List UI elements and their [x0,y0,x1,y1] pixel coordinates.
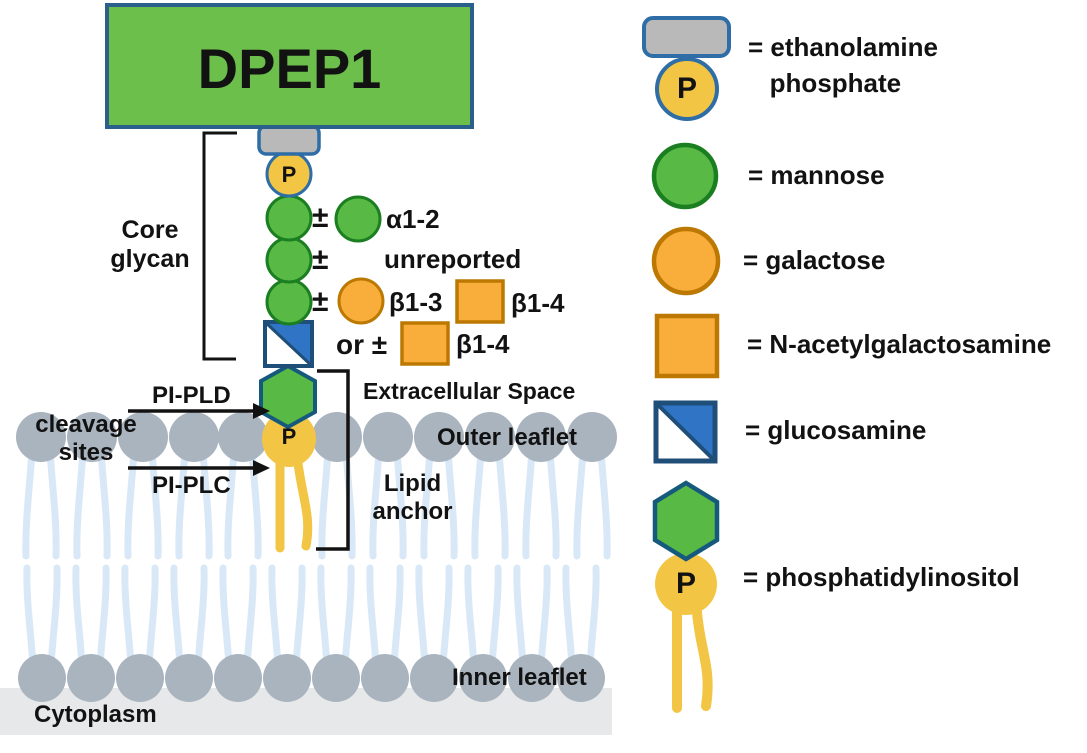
core-glycan-bracket [202,131,237,361]
pi-pld-label: PI-PLD [152,382,231,409]
or-beta14-label: β1-4 [456,329,510,359]
mannose-chain [265,194,313,326]
legend-label-ethanolamine-phosphate: = ethanolamine phosphate [748,32,938,98]
glucosamine-icon [263,320,314,368]
beta13-label: β1-3 [389,287,443,317]
plus-minus-sign: ± [312,243,329,276]
beta13-galactose-icon [337,277,385,325]
phosphate-letter: P [675,567,696,600]
legend-galnac-icon [654,313,720,379]
pi-plc-arrow [128,460,270,476]
alpha12-label: α1-2 [386,204,440,234]
extracellular-space-label: Extracellular Space [363,378,576,404]
inner-leaflet-heads [18,654,605,702]
core-glycan-label: Core glycan [110,216,190,273]
pi-plc-label: PI-PLC [152,472,231,499]
legend-label-phosphatidylinositol: = phosphatidylinositol [743,562,1020,592]
plus-minus-sign: ± [312,285,329,318]
legend-label-mannose: = mannose [748,160,885,190]
ethanolamine-phosphate-unit [257,124,321,198]
pi-pld-arrow [128,403,270,419]
outer-leaflet-heads [16,412,617,462]
mannose-icon [265,278,313,326]
pi-anchor-phosphate-head [262,411,316,467]
phosphate-letter: P [281,162,297,187]
legend-label-galactose: = galactose [743,245,886,275]
lipid-anchor-bracket [316,369,350,551]
mannose-icon [265,194,313,242]
unreported-label: unreported [384,244,522,274]
legend-glucosamine-icon [653,400,718,464]
protein-label: DPEP1 [197,37,382,100]
legend-ethanolamine-phosphate-icon [642,16,731,121]
inner-leaflet-label: Inner leaflet [452,664,587,691]
legend-label-galnac: = N-acetylgalactosamine [747,329,1052,359]
beta14-label: β1-4 [511,288,565,318]
inositol-hexagon-icon [259,363,317,430]
ethanolamine-icon [257,124,321,156]
legend-phosphatidylinositol-icon [652,480,720,713]
legend-label-glucosamine: = glucosamine [745,415,927,445]
mannose-icon [265,236,313,284]
legend-mannose-icon [651,142,719,210]
cleavage-sites-label: cleavage sites [35,411,137,466]
or-plus-minus-sign: or ± [336,329,388,360]
legend-galactose-icon [651,226,721,296]
pi-anchor-tails [275,450,313,553]
cytoplasm-label: Cytoplasm [34,701,157,728]
or-beta14-galnac-icon [400,321,450,366]
beta14-galnac-icon [455,279,505,324]
outer-leaflet-label: Outer leaflet [437,424,578,451]
dpep1-protein-box [105,3,474,129]
phosphate-letter: P [676,72,697,105]
alpha12-mannose-icon [334,195,382,243]
lipid-anchor-label: Lipid anchor [372,470,453,525]
phosphate-letter: P [281,424,297,449]
inner-leaflet-tails [27,568,596,666]
plus-minus-sign: ± [312,201,329,234]
